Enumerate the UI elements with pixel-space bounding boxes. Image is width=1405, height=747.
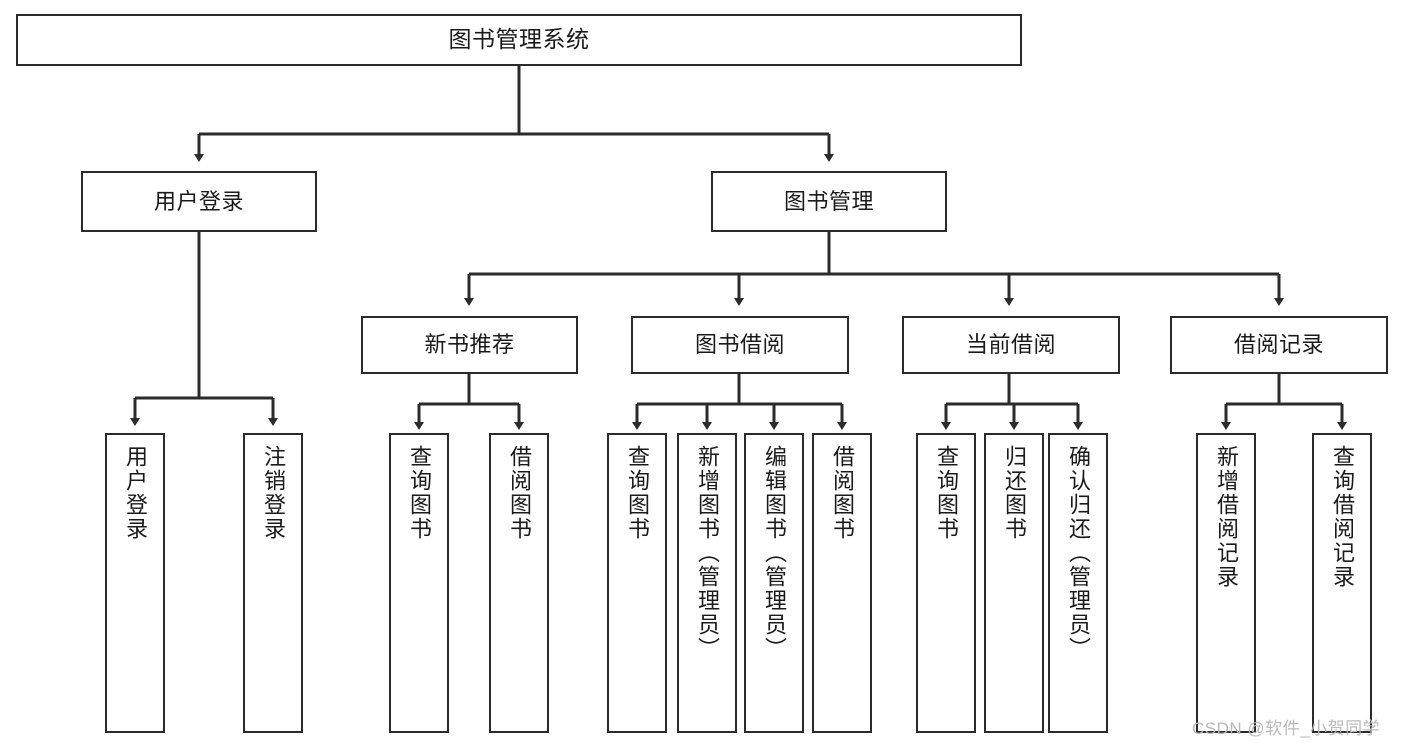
leaf-current-query-book[interactable]: 查询图书 [916,433,976,733]
leaf-user-logout[interactable]: 注销登录 [243,433,303,733]
leaf-record-query-borrow-record[interactable]: 查询借阅记录 [1312,433,1372,733]
leaf-borrow-edit-book-admin[interactable]: 编辑图书（管理员） [744,433,804,733]
node-label: 查询借阅记录 [1330,445,1355,589]
node-label: 借阅图书 [830,445,855,541]
node-label: 新书推荐 [424,332,515,358]
node-label: 图书管理 [783,188,874,214]
node-current-borrow[interactable]: 当前借阅 [902,316,1120,374]
leaf-recommend-query-book[interactable]: 查询图书 [389,433,449,733]
node-label: 借阅记录 [1233,332,1324,358]
node-label: 当前借阅 [965,332,1056,358]
node-label: 归还图书 [1002,445,1027,541]
node-label: 新增图书（管理员） [695,445,720,661]
leaf-record-add-borrow-record[interactable]: 新增借阅记录 [1196,433,1256,733]
node-label: 确认归还（管理员） [1066,445,1091,661]
node-label: 查询图书 [407,445,432,541]
leaf-borrow-borrow-book[interactable]: 借阅图书 [812,433,872,733]
node-book-borrow[interactable]: 图书借阅 [631,316,849,374]
node-label: 查询图书 [625,445,650,541]
node-label: 用户登录 [123,445,148,541]
node-label: 查询图书 [934,445,959,541]
csdn-watermark: CSDN @软件_小贺同学 [1192,719,1381,738]
leaf-borrow-add-book-admin[interactable]: 新增图书（管理员） [677,433,737,733]
node-label: 用户登录 [153,188,244,214]
node-label: 编辑图书（管理员） [762,445,787,661]
node-user-login[interactable]: 用户登录 [81,171,317,232]
leaf-recommend-borrow-book[interactable]: 借阅图书 [489,433,549,733]
node-book-management[interactable]: 图书管理 [711,171,947,232]
node-label: 新增借阅记录 [1214,445,1239,589]
node-root-system[interactable]: 图书管理系统 [16,14,1022,66]
node-label: 注销登录 [261,445,286,541]
leaf-borrow-query-book[interactable]: 查询图书 [607,433,667,733]
node-label: 图书借阅 [694,332,785,358]
leaf-user-login[interactable]: 用户登录 [105,433,165,733]
node-borrow-record[interactable]: 借阅记录 [1170,316,1388,374]
node-label: 图书管理系统 [448,26,590,53]
node-new-book-recommend[interactable]: 新书推荐 [361,316,578,374]
leaf-current-confirm-return-admin[interactable]: 确认归还（管理员） [1048,433,1108,733]
leaf-current-return-book[interactable]: 归还图书 [984,433,1044,733]
node-label: 借阅图书 [507,445,532,541]
